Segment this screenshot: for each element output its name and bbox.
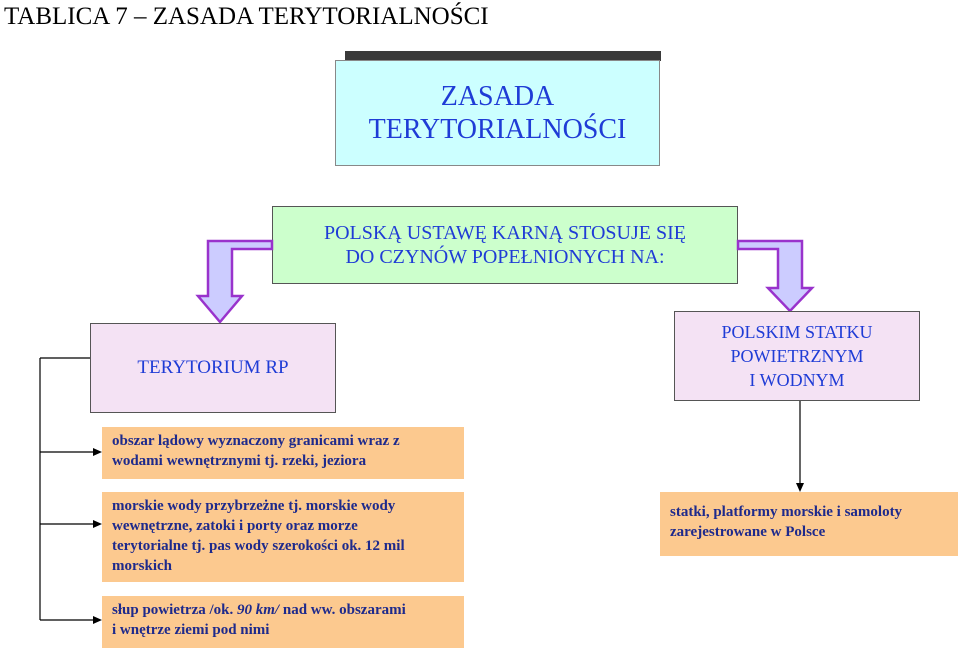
arrowhead-sea	[93, 520, 102, 528]
main-box-shadow	[345, 51, 661, 61]
note-air-part-1: słup powietrza /ok.	[112, 602, 238, 618]
arrowhead-ships	[796, 483, 804, 492]
rule-box: POLSKĄ USTAWĘ KARNĄ STOSUJE SIĘ DO CZYNÓ…	[272, 206, 738, 284]
note-sea-line: morskie wody przybrzeżne tj. morskie wod…	[112, 498, 396, 514]
note-air-line-1: słup powietrza /ok. 90 km/ nad ww. obsza…	[112, 600, 454, 620]
territory-label: TERYTORIUM RP	[137, 357, 289, 378]
rule-line-1: POLSKĄ USTAWĘ KARNĄ STOSUJE SIĘ	[323, 222, 686, 244]
note-air-line-2: i wnętrze ziemi pod nimi	[112, 622, 270, 638]
arrowhead-air	[93, 616, 102, 624]
note-land-area: obszar lądowy wyznaczony granicami wraz …	[102, 427, 464, 479]
note-land-line: obszar lądowy wyznaczony granicami wraz …	[112, 433, 400, 449]
principle-line-2: TERYTORIALNOŚCI	[368, 114, 627, 145]
left-elbow-arrow	[195, 239, 274, 324]
ships-line-2: POWIETRZNYM	[730, 346, 864, 366]
note-sea-line: terytorialne tj. pas wody szerokości ok.…	[112, 538, 405, 554]
right-elbow-arrow	[736, 239, 815, 313]
rule-line-2: DO CZYNÓW POPEŁNIONYCH NA:	[345, 246, 665, 268]
note-ships-line: statki, platformy morskie i samoloty	[670, 504, 903, 520]
arrowhead-land	[93, 448, 102, 456]
note-sea-line: morskich	[112, 558, 172, 574]
territory-box: TERYTORIUM RP	[90, 323, 336, 413]
page-title: TABLICA 7 – ZASADA TERYTORIALNOŚCI	[4, 3, 489, 30]
ships-line-1: POLSKIM STATKU	[721, 322, 873, 342]
note-ships: statki, platformy morskie i samoloty zar…	[660, 492, 958, 556]
note-ships-line: zarejestrowane w Polsce	[670, 524, 826, 540]
note-sea-waters: morskie wody przybrzeżne tj. morskie wod…	[102, 492, 464, 582]
note-air-part-2: nad ww. obszarami	[279, 602, 406, 618]
note-land-line: wodami wewnętrznymi tj. rzeki, jeziora	[112, 453, 367, 469]
ships-box: POLSKIM STATKU POWIETRZNYM I WODNYM	[674, 311, 920, 401]
principle-line-1: ZASADA	[440, 81, 555, 112]
note-sea-line: wewnętrzne, zatoki i porty oraz morze	[112, 518, 358, 534]
note-air-italic: 90 km/	[237, 602, 280, 618]
note-airspace: słup powietrza /ok. 90 km/ nad ww. obsza…	[102, 596, 464, 648]
ships-line-3: I WODNYM	[749, 370, 845, 390]
principle-box: ZASADA TERYTORIALNOŚCI	[335, 60, 660, 166]
